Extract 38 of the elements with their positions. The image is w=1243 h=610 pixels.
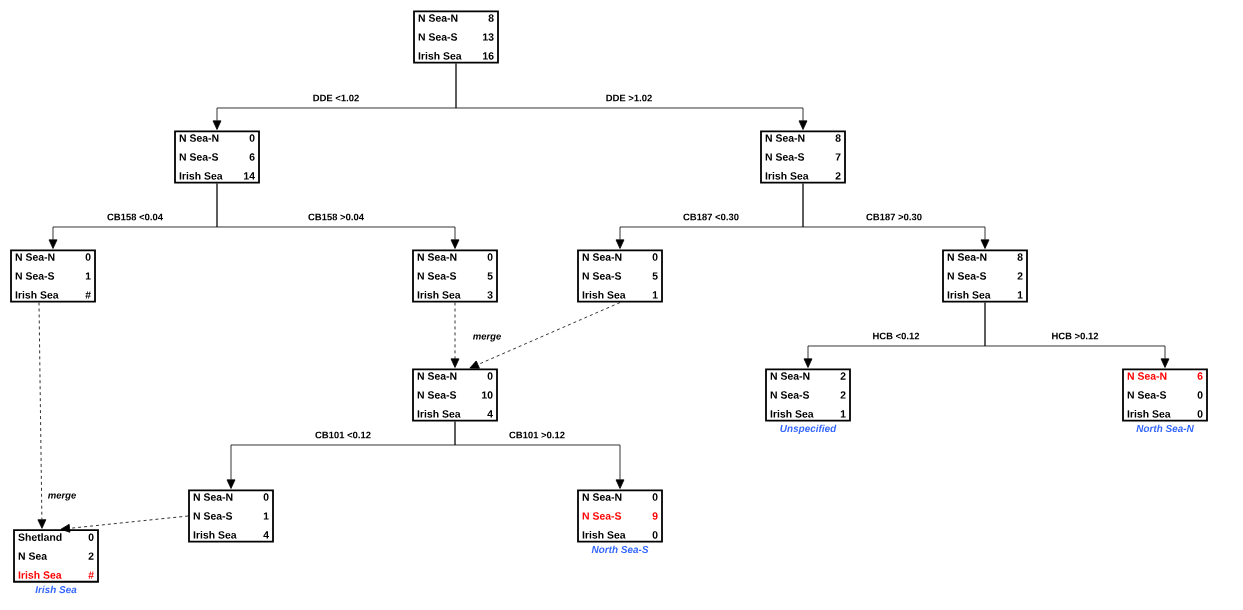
edge-label: CB158 >0.04 — [307, 212, 366, 222]
count-box: N Sea-N 8 N Sea-S 7 Irish Sea 2 — [760, 130, 846, 184]
connector-arrow — [802, 183, 990, 249]
count-box: N Sea-N 6 N Sea-S 0 Irish Sea 0 — [1122, 368, 1208, 422]
count-box: N Sea-N 0 N Sea-S 6 Irish Sea 14 — [174, 130, 260, 184]
edge-label: CB187 >0.30 — [865, 212, 923, 222]
class-label: North Sea-S — [591, 545, 649, 554]
edge-label: CB101 <0.12 — [314, 430, 373, 440]
connector-arrow — [216, 183, 460, 249]
edge-label: CB101 >0.12 — [508, 430, 567, 440]
count-box: N Sea-N 8 N Sea-S 2 Irish Sea 1 — [942, 249, 1028, 303]
count-box: Shetland 0 N Sea 2 Irish Sea # — [13, 529, 99, 583]
edge-label: merge — [46, 492, 78, 502]
connector-arrow — [455, 63, 808, 130]
class-label: Irish Sea — [35, 585, 77, 594]
class-label: Unspecified — [780, 424, 837, 434]
class-label: North Sea-N — [1136, 424, 1194, 433]
edge-label: CB187 <0.30 — [682, 212, 740, 222]
edge-label: HCB <0.12 — [871, 331, 921, 341]
connector-arrow — [984, 302, 1170, 368]
count-box: N Sea-N 0 N Sea-S 1 Irish Sea # — [10, 249, 96, 303]
count-box: N Sea-N 0 N Sea-S 10 Irish Sea 4 — [412, 368, 498, 422]
connector-arrow — [454, 421, 625, 489]
edge-label: DDE <1.02 — [311, 93, 361, 103]
count-box: N Sea-N 0 N Sea-S 1 Irish Sea 4 — [188, 489, 274, 543]
connector-arrow — [450, 302, 460, 368]
connector-arrow — [60, 515, 189, 533]
edge-label: CB158 <0.04 — [106, 212, 165, 222]
count-box: N Sea-N 0 N Sea-S 5 Irish Sea 1 — [577, 249, 663, 303]
count-box: N Sea-N 8 N Sea-S 13 Irish Sea 16 — [413, 10, 499, 64]
edge-label: HCB >0.12 — [1050, 331, 1100, 341]
connector-arrow — [469, 302, 621, 369]
edge-label: merge — [471, 333, 503, 343]
count-box: N Sea-N 0 N Sea-S 5 Irish Sea 3 — [412, 249, 498, 303]
count-box: N Sea-N 0 N Sea-S 9 Irish Sea 0 — [577, 489, 663, 543]
edge-label: DDE >1.02 — [604, 93, 654, 103]
connector-arrow — [37, 302, 47, 529]
count-box: N Sea-N 2 N Sea-S 2 Irish Sea 1 — [765, 368, 851, 422]
